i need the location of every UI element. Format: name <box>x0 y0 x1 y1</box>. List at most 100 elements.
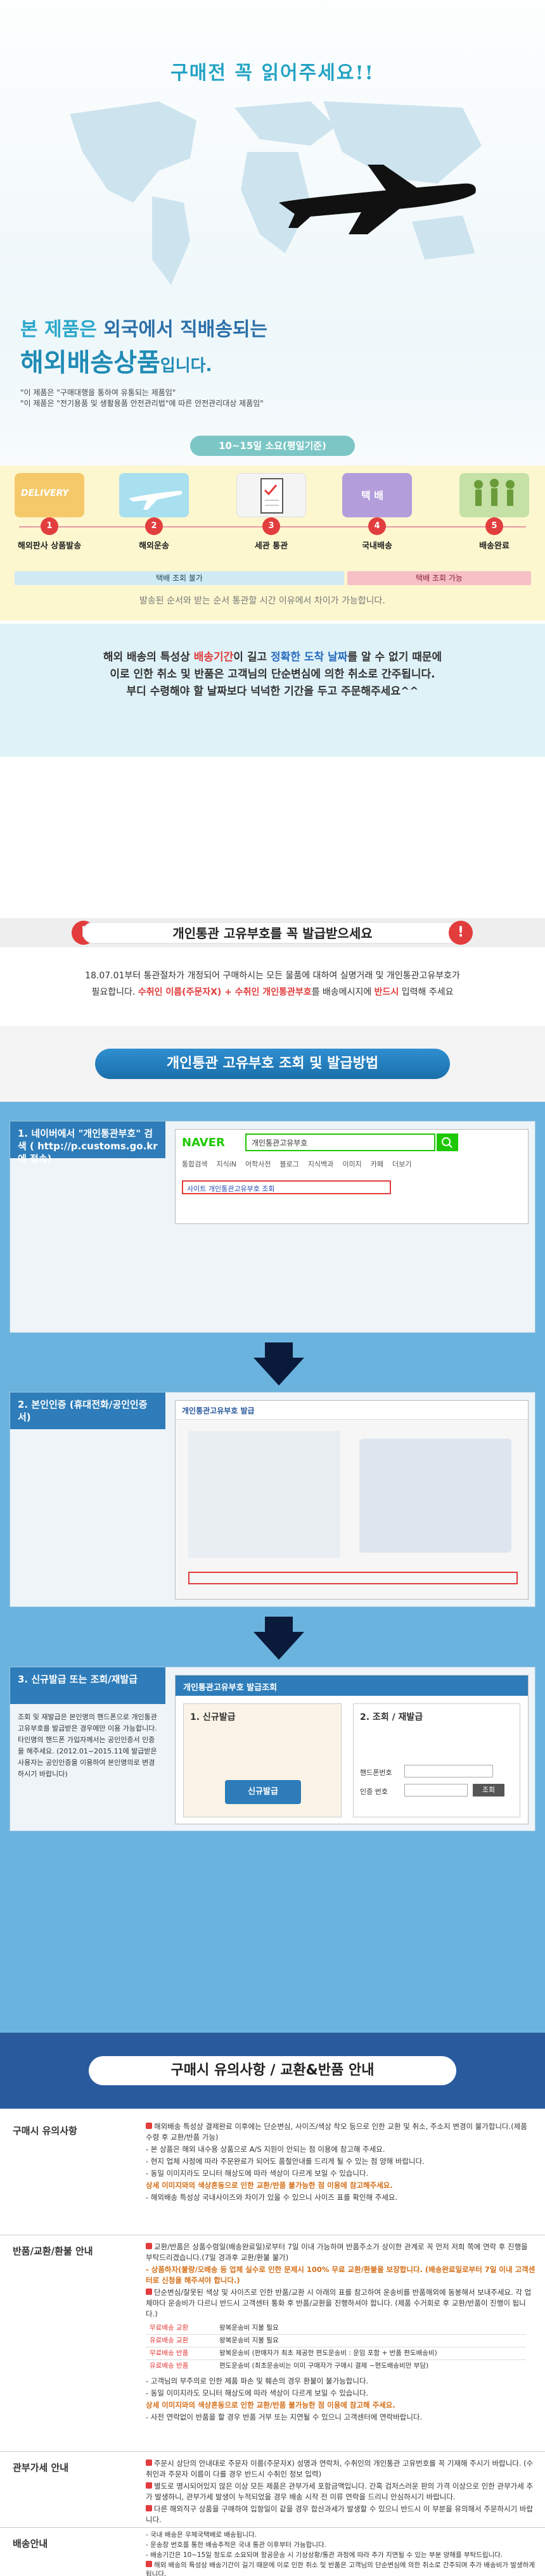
tab[interactable]: 블로그 <box>279 1160 299 1168</box>
track-available: 택배 조회 가능 <box>347 571 531 585</box>
naver-tabs: 통합검색 지식iN 어학사전 블로그 지식백과 이미지 카페 더보기 <box>182 1159 411 1169</box>
tracking-bar: 택배 조회 불가 택배 조회 가능 발송된 순서와 받는 순서 통관할 시간 이… <box>0 570 545 621</box>
headline-script: 구매전 꼭 읽어주세요!! <box>170 62 375 84</box>
customs-title: 개인통관 고유부호를 꼭 발급받으세요 <box>82 922 463 944</box>
cert-input[interactable] <box>404 1784 468 1796</box>
search-button[interactable] <box>437 1133 458 1151</box>
reissue-title: 2. 조회 / 재발급 <box>360 1712 423 1722</box>
exclamation-icon: ! <box>449 921 473 945</box>
row-body: - 국내 배송은 우체국택배로 배송됩니다. - 운송장 번호를 통한 배송추적… <box>146 2531 535 2576</box>
row-body: 해외배송 특성상 결제완료 이후에는 단순변심, 사이즈/색상 착오 등으로 인… <box>146 2122 527 2202</box>
step2-label: 2. 본인인증 (휴대전화/공인인증서) <box>10 1392 165 1429</box>
check-icon <box>146 2482 152 2489</box>
duration-pill: 10~15일 소요(평일기준) <box>190 436 355 456</box>
method-title: 개인통관 고유부호 조회 및 발급방법 <box>95 1049 450 1079</box>
step1-image: DELIVERY <box>15 473 84 517</box>
new-issue-title: 1. 신규발급 <box>190 1712 236 1722</box>
row-label: 배송안내 <box>13 2538 48 2549</box>
step2-label: 해외운송 <box>139 541 169 551</box>
step4-number: 4 <box>368 517 386 535</box>
step4-label: 국내배송 <box>362 541 392 551</box>
issuance-screenshot: 개인통관고유부호 발급조회 1. 신규발급 신규발급 2. 조회 / 재발급 핸… <box>175 1675 529 1824</box>
step3-label: 3. 신규발급 또는 조회/재발급 <box>10 1667 165 1704</box>
tab[interactable]: 더보기 <box>392 1160 412 1168</box>
purchase-notice: 구매시 유의사항 / 교환&반품 안내 구매시 유의사항 해외배송 특성상 결제… <box>0 2033 545 2576</box>
row-body: 교환/반품은 상품수령일(배송완료일)로부터 7일 이내 가능하며 반품주소가 … <box>146 2242 535 2421</box>
notice-row-delivery: 배송안내 - 국내 배송은 우체국택배로 배송됩니다. - 운송장 번호를 통한… <box>0 2528 545 2576</box>
tab[interactable]: 지식iN <box>216 1160 237 1168</box>
device-illustration <box>359 1439 511 1553</box>
panel-header: 개인통관고유부호 발급조회 <box>176 1676 528 1696</box>
step5-number: 5 <box>485 517 503 535</box>
warning-box <box>0 624 545 757</box>
step1-number: 1 <box>41 517 58 535</box>
world-map-image <box>70 101 482 285</box>
naver-screenshot: NAVER 개인통관고유부호 통합검색 지식iN 어학사전 블로그 지식백과 이… <box>175 1129 529 1224</box>
warning-text: 해외 배송의 특성상 배송기간이 길고 정확한 도착 날짜를 알 수 없기 때문… <box>103 651 442 698</box>
plane-small-icon <box>129 491 183 510</box>
step3-label: 세관 통관 <box>254 541 288 551</box>
phone-label: 핸드폰번호 <box>360 1769 392 1777</box>
site-title: 개인통관고유부호 발급 <box>176 1401 528 1420</box>
notice-title-bar: 구매시 유의사항 / 교환&반품 안내 <box>0 2033 545 2109</box>
step5-image <box>459 473 529 517</box>
row-label: 반품/교환/환불 안내 <box>13 2245 93 2257</box>
check-icon <box>146 2289 152 2295</box>
step3-panel: 3. 신규발급 또는 조회/재발급 조회 및 재발급은 본인명의 핸드폰으로 개… <box>10 1667 535 1831</box>
reissue-box: 2. 조회 / 재발급 핸드폰번호 인증 번호 조회 <box>353 1703 520 1817</box>
step1-label: 1. 네이버에서 "개인통관부호" 검색 ( http://p.customs.… <box>10 1121 165 1165</box>
shipping-warning: 해외 배송의 특성상 배송기간이 길고 정확한 도착 날짜를 알 수 없기 때문… <box>0 624 545 782</box>
clipboard-icon <box>260 478 283 514</box>
phone-input[interactable] <box>404 1765 493 1777</box>
hero-line2: 해외배송상품입니다. <box>20 348 212 377</box>
down-arrow <box>265 1342 293 1359</box>
row-label: 구매시 유의사항 <box>13 2125 77 2137</box>
down-arrow <box>265 1617 293 1633</box>
tab[interactable]: 이미지 <box>342 1160 362 1168</box>
tab[interactable]: 어학사전 <box>245 1160 271 1168</box>
step5-label: 배송완료 <box>479 541 510 551</box>
step4-image: 택 배 <box>342 473 412 517</box>
auth-options-highlight[interactable] <box>188 1572 518 1584</box>
naver-search-input[interactable]: 개인통관고유부호 <box>245 1133 435 1151</box>
notice-row-return: 반품/교환/환불 안내 교환/반품은 상품수령일(배송완료일)로부터 7일 이내… <box>0 2235 545 2452</box>
step1-label: 해외판사 상품발송 <box>17 541 82 551</box>
customs-site-screenshot: 개인통관고유부호 발급 <box>175 1400 529 1600</box>
step2-number: 2 <box>145 517 163 535</box>
check-icon <box>146 2505 152 2511</box>
row-body: 주문시 상단의 안내대로 주문자 이름(주문자X) 성명과 연락처, 수취인의 … <box>146 2459 534 2524</box>
tab[interactable]: 통합검색 <box>182 1160 208 1168</box>
notice-row-purchase: 구매시 유의사항 해외배송 특성상 결제완료 이후에는 단순변심, 사이즈/색상… <box>0 2115 545 2235</box>
notice-row-tax: 관부가세 안내 주문시 상단의 안내대로 주문자 이름(주문자X) 성명과 연락… <box>0 2452 545 2528</box>
step2-panel: 2. 본인인증 (휴대전화/공인인증서) 개인통관고유부호 발급 <box>10 1392 535 1607</box>
step2-image <box>119 473 189 517</box>
new-issue-button[interactable]: 신규발급 <box>225 1780 301 1804</box>
hero-notes: "이 제품은 "구매대행을 통하여 유통되는 제품임" "이 제품은 "전기용품… <box>20 388 264 408</box>
search-result-link[interactable]: 사이트 개인통관고유부호 조회 <box>182 1180 391 1194</box>
check-icon <box>146 2123 152 2129</box>
notice-title: 구매시 유의사항 / 교환&반품 안내 <box>89 2056 456 2085</box>
hero-line1: 본 제품은 외국에서 직배송되는 <box>20 319 268 341</box>
tab[interactable]: 카페 <box>370 1160 383 1168</box>
lookup-button[interactable]: 조회 <box>473 1784 504 1796</box>
issuance-method: 개인통관 고유부호 조회 및 발급방법 1. 네이버에서 "개인통관부호" 검색… <box>0 1026 545 2033</box>
site-intro-text <box>188 1431 340 1558</box>
step3-image <box>236 473 306 517</box>
naver-logo: NAVER <box>182 1136 225 1149</box>
step1-panel: 1. 네이버에서 "개인통관부호" 검색 ( http://p.customs.… <box>10 1121 535 1333</box>
new-issue-box: 1. 신규발급 신규발급 <box>183 1703 342 1817</box>
check-icon <box>146 2243 152 2249</box>
method-title-bar: 개인통관 고유부호 조회 및 발급방법 <box>0 1026 545 1102</box>
shipping-process: DELIVERY 택 배 1 2 3 4 5 해외판사 상품발송 해외운송 세관… <box>0 465 545 570</box>
down-arrow-icon <box>253 1632 304 1660</box>
step3-number: 3 <box>262 517 280 535</box>
tab[interactable]: 지식백과 <box>307 1160 334 1168</box>
track-unavailable: 택배 조회 불가 <box>15 571 344 585</box>
people-icon <box>474 479 515 506</box>
hand-note: 발송된 순서와 받는 순서 통관할 시간 이유에서 차이가 가능합니다. <box>139 596 385 606</box>
cert-label: 인증 번호 <box>360 1788 388 1796</box>
customs-code-notice: ! 개인통관 고유부호를 꼭 발급받으세요 ! 18.07.01부터 통관절차가… <box>0 918 545 1032</box>
customs-text: 18.07.01부터 통관절차가 개정되어 구매하시는 모든 물품에 대하여 실… <box>85 971 460 997</box>
search-icon <box>442 1137 452 1148</box>
airplane-icon <box>279 165 476 234</box>
